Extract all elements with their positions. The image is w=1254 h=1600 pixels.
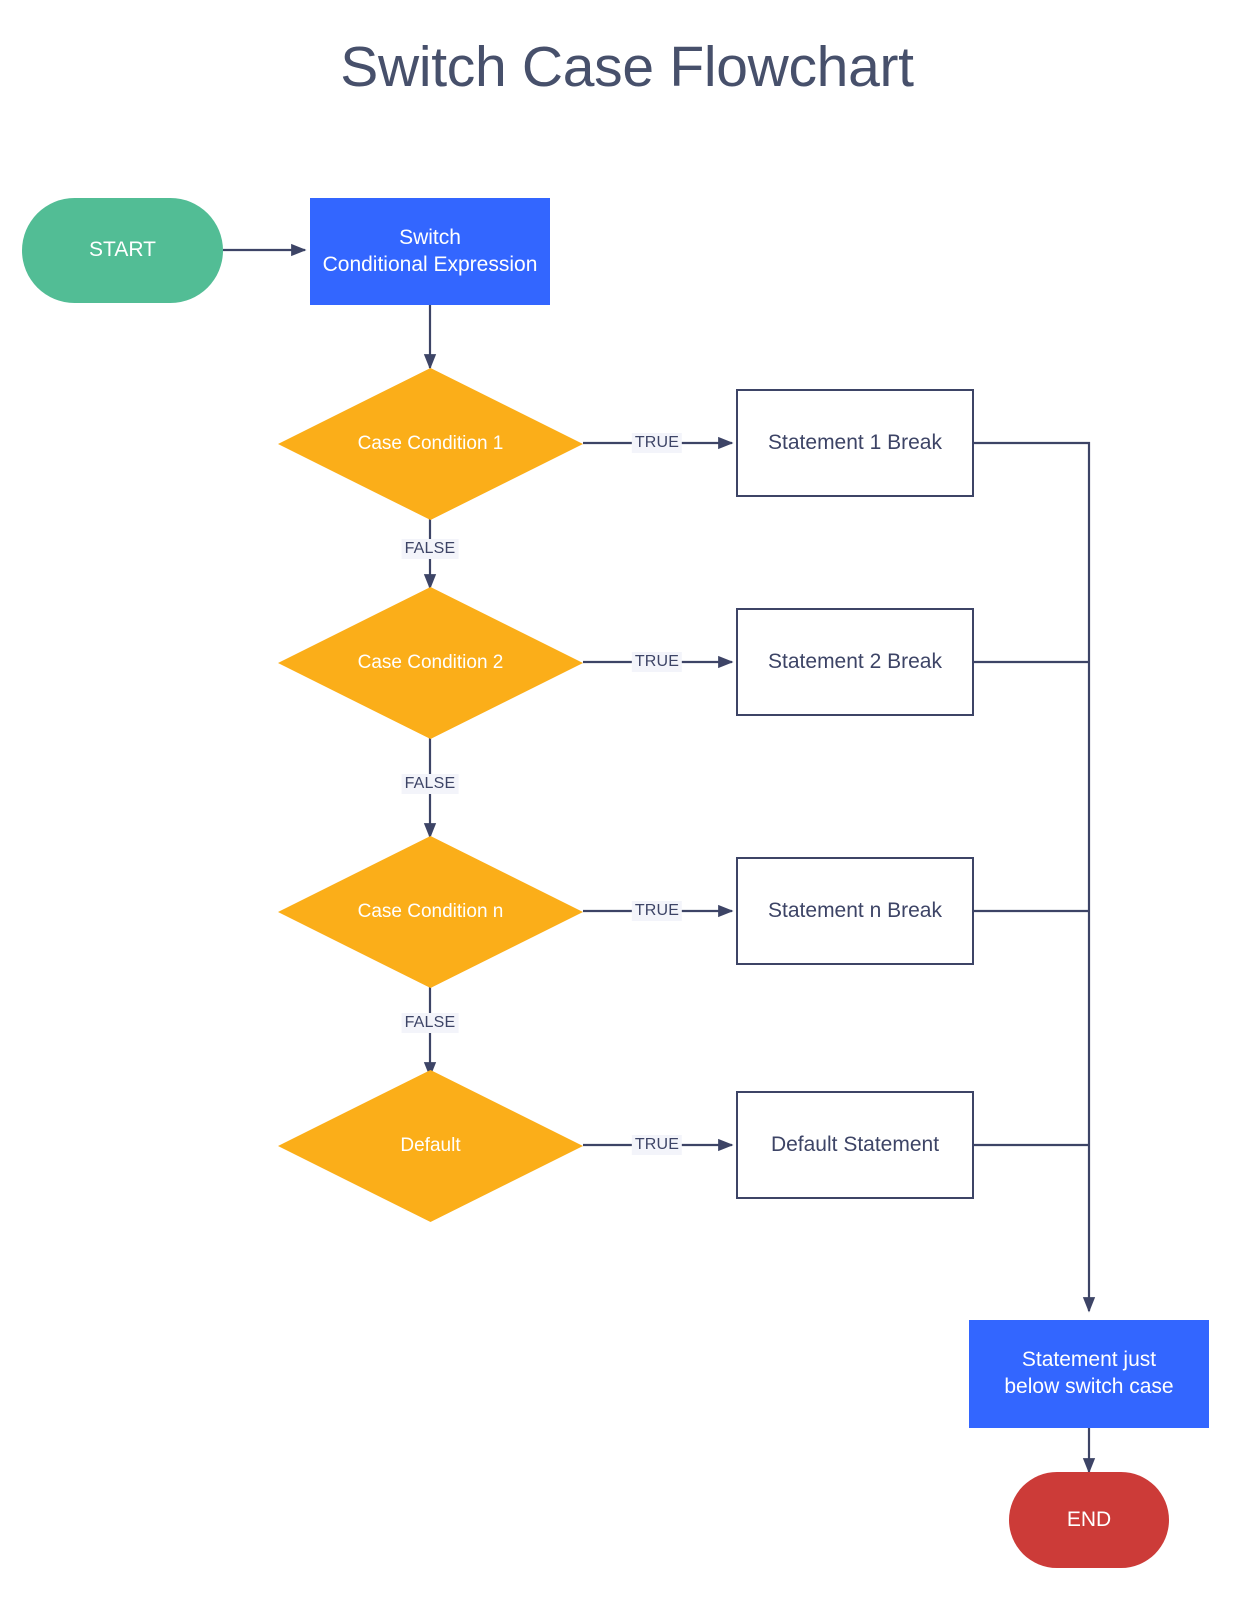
node-case-condition-n[interactable]: Case Condition n: [278, 836, 583, 988]
edge-label-true-default: TRUE: [631, 1135, 683, 1155]
edge-label-true-2: TRUE: [631, 652, 683, 672]
edge-label-false-n: FALSE: [401, 1013, 459, 1033]
node-start-label: START: [89, 238, 156, 262]
node-switch-label: Switch Conditional Expression: [322, 225, 538, 276]
edge-label-true-1: TRUE: [631, 433, 683, 453]
node-statement-2-break-label: Statement 2 Break: [768, 649, 942, 673]
node-default-statement-label: Default Statement: [770, 1132, 940, 1156]
edge-label-true-n: TRUE: [631, 901, 683, 921]
node-end-label: END: [1066, 1507, 1112, 1531]
node-statement-n-break-label: Statement n Break: [768, 898, 942, 922]
page-title: Switch Case Flowchart: [340, 35, 914, 99]
edge-label-false-1: FALSE: [401, 539, 459, 559]
node-default[interactable]: Default: [278, 1070, 583, 1222]
node-case-condition-2-label: Case Condition 2: [357, 651, 504, 673]
node-switch-conditional-expression[interactable]: Switch Conditional Expression: [310, 198, 550, 305]
node-statement-1-break-label: Statement 1 Break: [768, 430, 942, 454]
node-default-statement[interactable]: Default Statement: [736, 1091, 974, 1199]
node-case-condition-2[interactable]: Case Condition 2: [278, 587, 583, 739]
node-case-condition-1[interactable]: Case Condition 1: [278, 368, 583, 520]
node-statement-1-break[interactable]: Statement 1 Break: [736, 389, 974, 497]
node-default-label: Default: [400, 1134, 461, 1156]
node-case-condition-n-label: Case Condition n: [357, 900, 504, 922]
edge-label-false-2: FALSE: [401, 774, 459, 794]
node-end[interactable]: END: [1009, 1472, 1169, 1568]
node-start[interactable]: START: [22, 198, 223, 303]
node-case-condition-1-label: Case Condition 1: [357, 432, 504, 454]
node-statement-n-break[interactable]: Statement n Break: [736, 857, 974, 965]
edge-stmt1-to-bus: [973, 441, 1096, 1313]
node-statement-below-switch-case[interactable]: Statement just below switch case: [969, 1320, 1209, 1428]
node-statement-2-break[interactable]: Statement 2 Break: [736, 608, 974, 716]
node-statement-below-switch-case-label: Statement just below switch case: [1004, 1348, 1174, 1398]
